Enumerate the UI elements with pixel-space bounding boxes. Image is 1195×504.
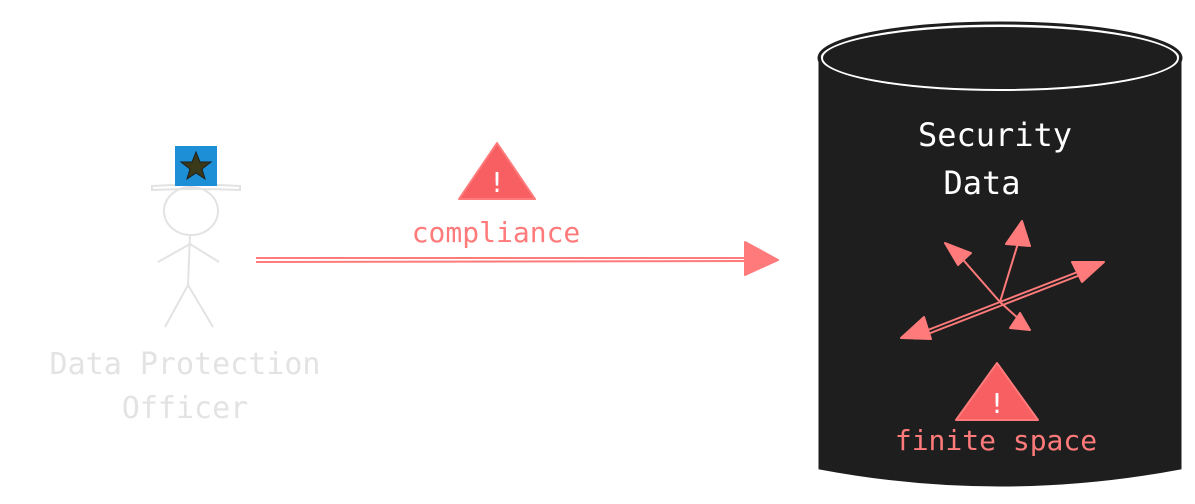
security-data-store[interactable]: Security Data ! finite space [817,21,1183,487]
compliance-label: compliance [412,216,581,249]
finite-space-warning-icon: ! [955,362,1039,421]
actor-head [163,186,219,236]
actor-body [187,234,191,286]
security-data-title-line1: Security [918,116,1072,154]
compliance-connection[interactable]: ! compliance [255,142,779,276]
actor-label-line1: Data Protection [50,347,321,382]
finite-space-warning-glyph: ! [991,387,1002,420]
cylinder-top [821,25,1179,91]
actor-label-line2: Officer [122,391,248,426]
cylinder-top-outline [817,21,1183,95]
finite-space-label: finite space [895,424,1097,457]
scattered-arrows-icon [900,220,1105,340]
compliance-warning-glyph: ! [491,166,502,199]
cylinder-body [818,56,1182,487]
star-badge-icon [175,146,217,186]
data-protection-officer-actor[interactable]: Data Protection Officer [50,146,321,426]
actor-legs [164,282,214,328]
compliance-warning-icon: ! [458,142,536,200]
security-data-title-line2: Data [943,164,1020,202]
compliance-arrow-head [744,241,779,276]
compliance-arrow-shaft-2 [255,260,753,263]
actor-arms [157,242,220,263]
